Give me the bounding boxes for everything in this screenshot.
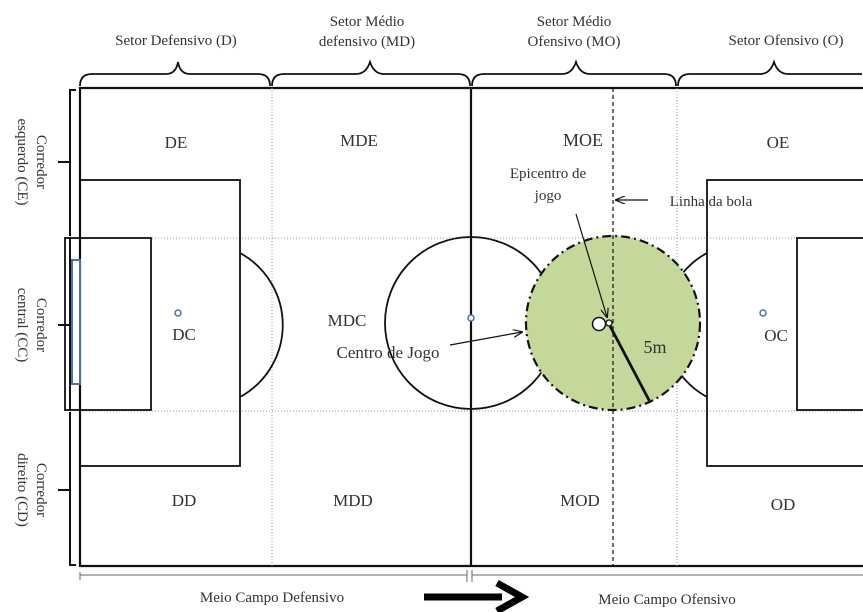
bar-meio-campo-ofensivo [471,570,863,582]
ball-icon [591,316,607,332]
sector-label-medio-ofensivo-line1: Setor Médio [537,14,612,30]
bracket-direito [58,412,76,566]
brace-ofensivo [677,59,862,87]
zone-label-DE: DE [165,133,188,152]
corridor-label-esquerdo-line2: esquerdo (CE) [14,118,30,205]
zone-label-OD: OD [771,495,796,514]
zone-label-DC: DC [172,325,196,344]
bracket-central [58,238,71,410]
brace-defensivo [79,61,271,87]
zone-label-MOD: MOD [560,491,600,510]
corridor-label-direito-line2: direito (CD) [14,453,30,527]
sector-label-defensivo: Setor Defensivo (D) [115,33,237,49]
zone-label-MOE: MOE [563,130,603,150]
brace-medio-ofensivo [471,59,677,87]
label-meio-campo-ofensivo: Meio Campo Ofensivo [598,592,735,608]
bracket-esquerdo [58,89,76,236]
label-meio-campo-defensivo: Meio Campo Defensivo [200,590,344,606]
corridor-label-central-line1: Corredor [33,298,49,352]
brace-medio-defensivo [271,59,471,87]
zone-label-MDD: MDD [333,491,373,510]
attack-direction-arrow-icon [424,579,530,612]
sector-braces [79,59,862,87]
center-spot [467,314,475,322]
label-centro-jogo: Centro de Jogo [337,343,440,362]
corridor-brackets [58,89,76,566]
epicenter-point [605,319,613,327]
label-epicentro-line2: jogo [534,188,562,204]
corridor-label-direito-line1: Corredor [33,463,49,517]
label-raio-5m: 5m [643,337,666,357]
label-linha-bola: Linha da bola [670,194,753,210]
penalty-area-left [79,179,241,467]
sector-label-medio-defensivo-line2: defensivo (MD) [319,34,415,50]
half-field-bars [79,570,863,582]
radius-line [608,325,652,403]
label-epicentro-line1: Epicentro de [510,166,587,182]
corridor-label-esquerdo-line1: Corredor [33,135,49,189]
arrow-centro-jogo-icon [449,332,522,346]
sector-label-ofensivo: Setor Ofensivo (O) [729,33,844,49]
sector-label-medio-ofensivo-line2: Ofensivo (MO) [528,34,621,50]
sector-label-medio-defensivo-line1: Setor Médio [330,14,405,30]
goal-left [71,259,81,385]
zone-label-MDC: MDC [328,311,367,330]
goal-area-right [796,237,863,411]
penalty-area-right [706,179,863,467]
zone-label-DD: DD [172,491,197,510]
center-dot-DC [174,309,182,317]
zone-label-OE: OE [767,133,790,152]
goal-area-left [64,237,152,411]
zone-label-MDE: MDE [340,131,378,150]
center-dot-OC [759,309,767,317]
bar-meio-campo-defensivo [79,570,468,582]
arrow-epicentro-icon [575,213,607,317]
corridor-label-central-line2: central (CC) [14,288,30,363]
penalty-arc-left [239,252,284,398]
zone-label-OC: OC [764,326,788,345]
